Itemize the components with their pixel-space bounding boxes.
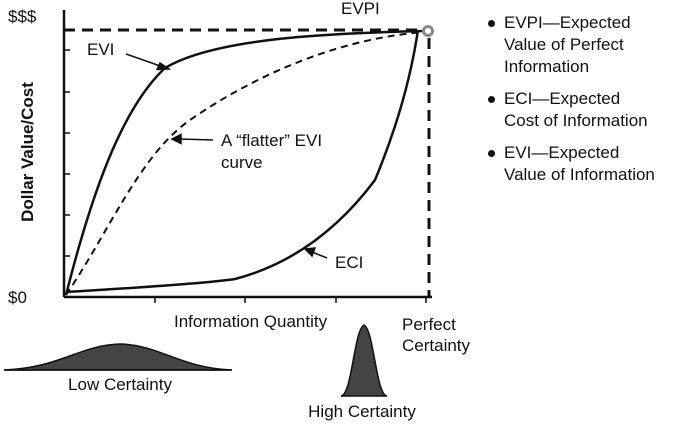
high-certainty-distribution xyxy=(340,324,388,397)
low-certainty-distribution xyxy=(3,343,233,371)
y-axis-top-label: $$$ xyxy=(8,7,37,26)
x-axis-ticks xyxy=(154,297,427,303)
high-certainty-label: High Certainty xyxy=(308,402,416,421)
y-axis-bottom-label: $0 xyxy=(8,288,27,307)
legend: EVPI—Expected Value of Perfect Informati… xyxy=(488,12,693,196)
evpi-label: EVPI xyxy=(341,0,380,18)
evpi-point-marker xyxy=(422,25,434,37)
flatter-evi-label-line2: curve xyxy=(221,153,263,172)
y-axis-ticks xyxy=(64,49,70,257)
legend-item-eci: ECI—Expected Cost of Information xyxy=(488,88,693,132)
x-axis-title: Information Quantity xyxy=(174,312,328,331)
legend-text-evpi: EVPI—Expected Value of Perfect Informati… xyxy=(504,13,631,76)
evi-label: EVI xyxy=(87,40,114,59)
legend-item-evpi: EVPI—Expected Value of Perfect Informati… xyxy=(488,12,693,78)
x-axis-end-label-line1: Perfect xyxy=(402,315,456,334)
legend-item-evi: EVI—Expected Value of Information xyxy=(488,142,693,186)
eci-curve xyxy=(65,29,420,294)
legend-text-evi: EVI—Expected Value of Information xyxy=(504,143,655,184)
x-axis-end-label-line2: Certainty xyxy=(402,336,471,355)
eci-label: ECI xyxy=(335,253,363,272)
bullet-icon xyxy=(488,20,495,27)
annotation-arrows xyxy=(125,53,328,259)
low-certainty-label: Low Certainty xyxy=(68,375,172,394)
flatter-evi-label-line1: A “flatter” EVI xyxy=(221,131,322,150)
flatter-evi-curve xyxy=(65,31,426,296)
bullet-icon xyxy=(488,96,495,103)
bullet-icon xyxy=(488,150,495,157)
y-axis-title: Dollar Value/Cost xyxy=(18,82,37,222)
legend-text-eci: ECI—Expected Cost of Information xyxy=(504,89,648,130)
